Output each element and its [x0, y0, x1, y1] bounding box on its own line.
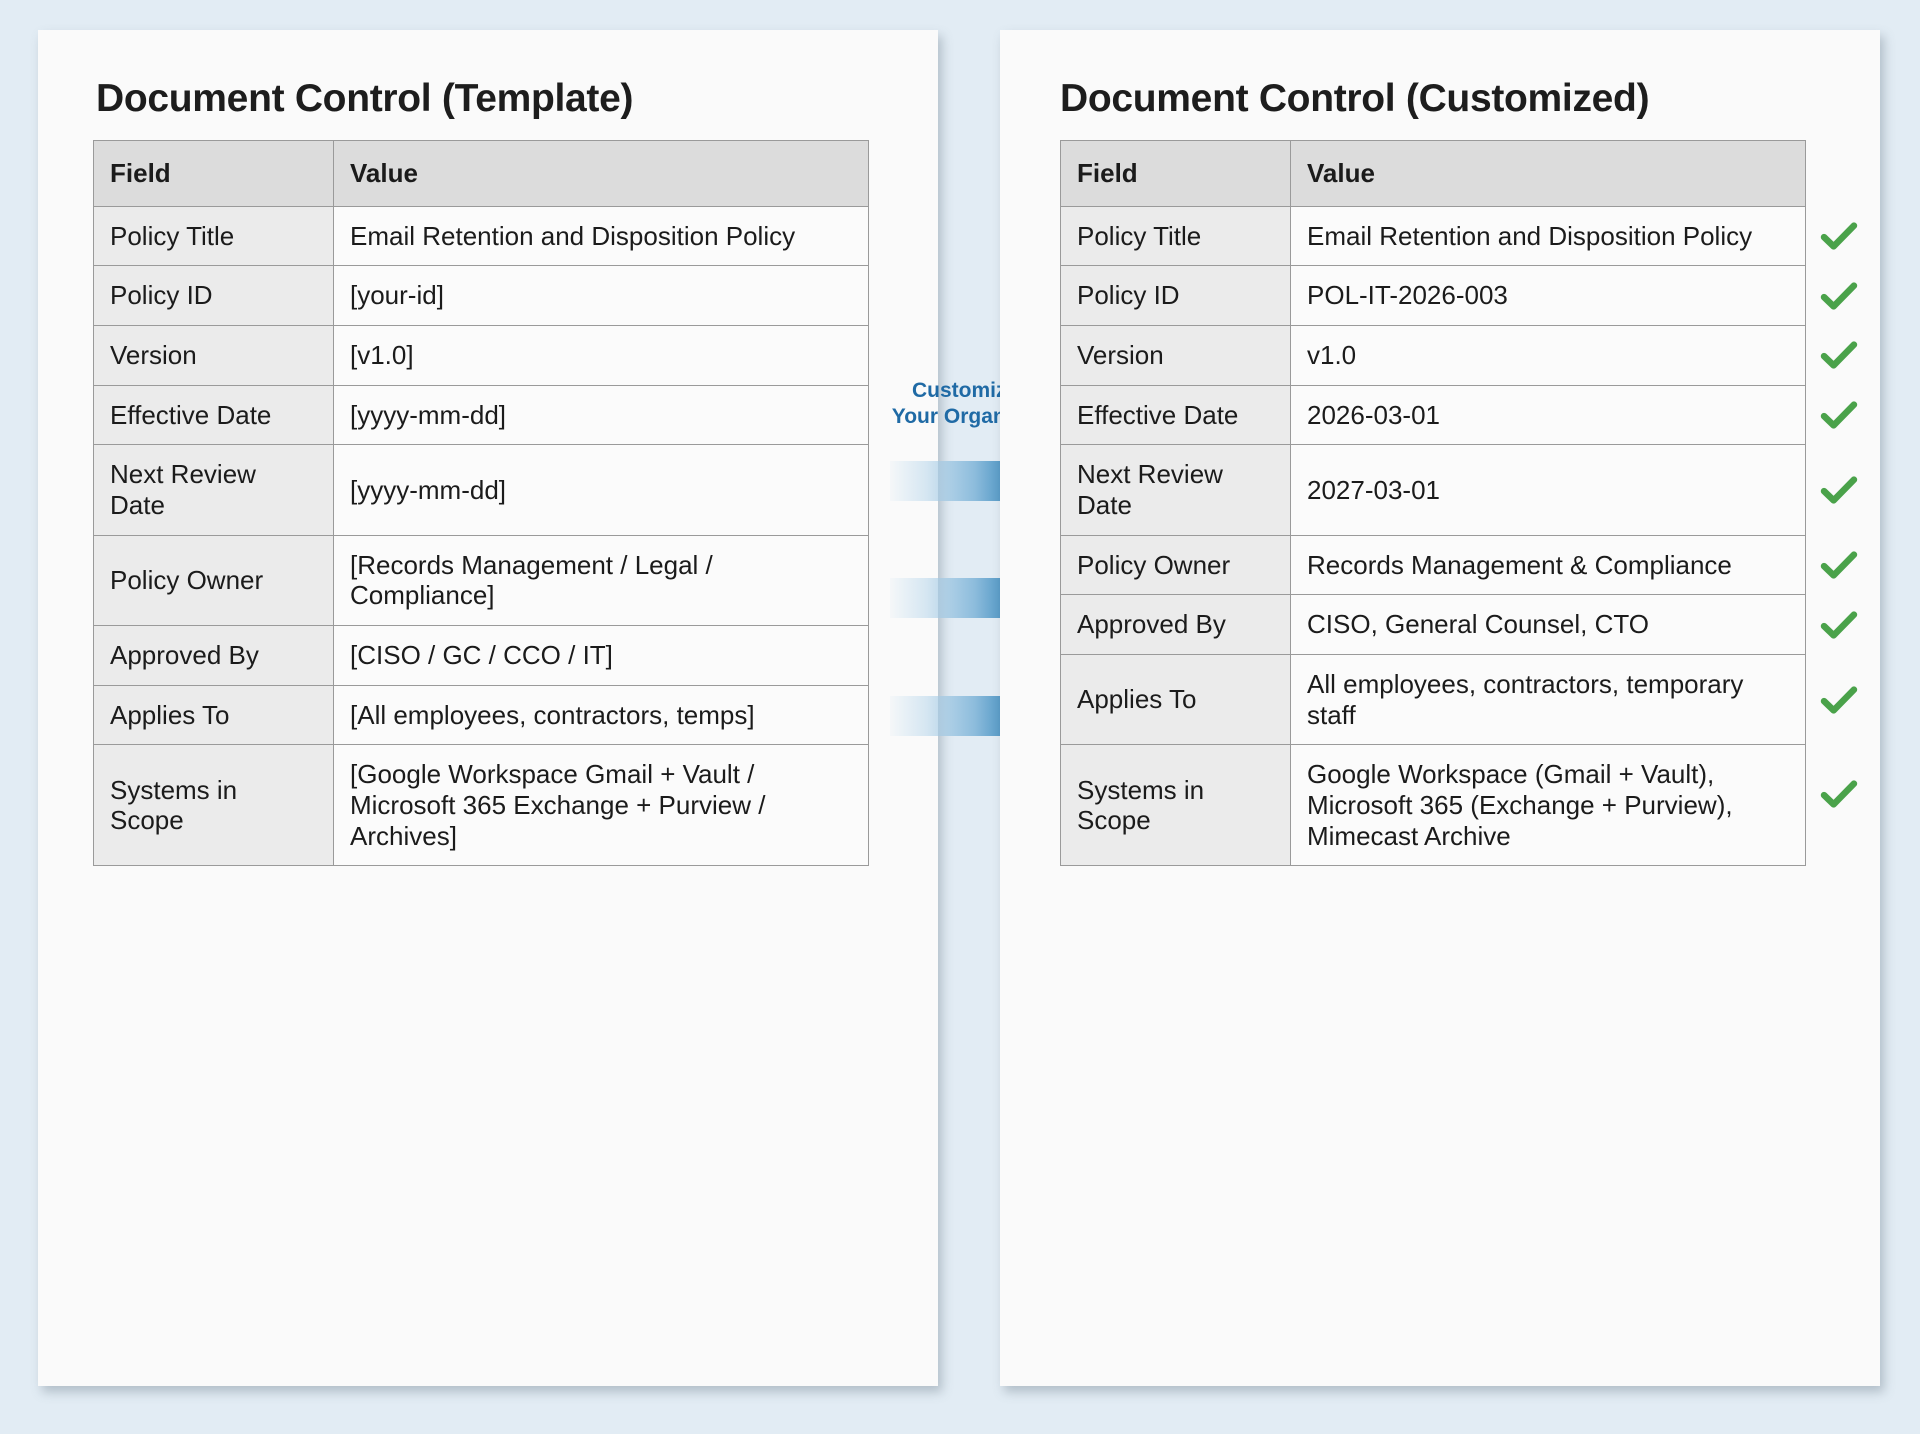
field-cell: Policy Owner — [93, 534, 334, 627]
field-cell: Version — [1060, 325, 1291, 386]
check-icon — [1816, 273, 1862, 319]
field-cell: Version — [93, 325, 334, 386]
arrow-shaft — [890, 578, 1020, 618]
field-cell: Approved By — [1060, 594, 1291, 656]
value-cell: Records Management & Compliance — [1290, 534, 1806, 596]
page-title-customized: Document Control (Customized) — [1060, 77, 1650, 120]
placeholder-value-cell: [All employees, contractors, temps] — [333, 684, 869, 746]
field-cell: Effective Date — [93, 384, 334, 446]
check-icon — [1816, 213, 1862, 259]
field-cell: Next Review Date — [93, 444, 334, 536]
value-cell: 2027-03-01 — [1290, 444, 1806, 536]
check-icon — [1816, 542, 1862, 588]
table-row: Approved By[CISO / GC / CCO / IT] — [93, 625, 869, 686]
value-cell: POL-IT-2026-003 — [1290, 265, 1806, 327]
check-icon — [1816, 677, 1862, 723]
field-cell: Policy ID — [93, 265, 334, 327]
column-header-value: Value — [333, 140, 869, 207]
field-cell: Policy Title — [1060, 205, 1291, 267]
column-header-field: Field — [1060, 140, 1291, 207]
table-row: Version[v1.0] — [93, 325, 869, 386]
check-icon — [1816, 602, 1862, 648]
placeholder-value-cell: [v1.0] — [333, 325, 869, 386]
column-header-value: Value — [1290, 140, 1806, 207]
table-header-row: Field Value — [93, 140, 869, 207]
field-cell: Policy Owner — [1060, 534, 1291, 596]
arrow-shaft — [890, 461, 1020, 501]
placeholder-value-cell: [your-id] — [333, 265, 869, 327]
field-cell: Effective Date — [1060, 384, 1291, 446]
field-cell: Next Review Date — [1060, 444, 1291, 536]
field-cell: Policy ID — [1060, 265, 1291, 327]
table-row: Systems in Scope[Google Workspace Gmail … — [93, 744, 869, 867]
table-row: Applies To[All employees, contractors, t… — [93, 684, 869, 746]
check-icon — [1816, 332, 1862, 378]
value-cell: Email Retention and Disposition Policy — [333, 205, 869, 267]
page-title-template: Document Control (Template) — [96, 77, 634, 120]
placeholder-value-cell: [Records Management / Legal / Compliance… — [333, 534, 869, 627]
table-row: Policy Owner[Records Management / Legal … — [93, 534, 869, 627]
customized-panel: Document Control (Customized) Field Valu… — [1000, 30, 1880, 1386]
table-header-row: Field Value — [1060, 140, 1806, 207]
table-row: Next Review Date[yyyy-mm-dd] — [93, 444, 869, 536]
check-icon — [1816, 467, 1862, 513]
value-cell: Email Retention and Disposition Policy — [1290, 205, 1806, 267]
value-cell: v1.0 — [1290, 325, 1806, 386]
placeholder-value-cell: [yyyy-mm-dd] — [333, 384, 869, 446]
field-cell: Systems in Scope — [1060, 744, 1291, 867]
placeholder-value-cell: [Google Workspace Gmail + Vault / Micros… — [333, 744, 869, 867]
check-icon — [1816, 771, 1862, 817]
table-row: Policy ID[your-id] — [93, 265, 869, 327]
field-cell: Applies To — [1060, 654, 1291, 746]
column-header-field: Field — [93, 140, 334, 207]
value-cell: All employees, contractors, temporary st… — [1290, 654, 1806, 746]
arrow-shaft — [890, 696, 1020, 736]
field-cell: Applies To — [93, 684, 334, 746]
template-panel: Document Control (Template) Field Value … — [38, 30, 938, 1386]
field-cell: Policy Title — [93, 205, 334, 267]
placeholder-value-cell: [CISO / GC / CCO / IT] — [333, 625, 869, 686]
table-row: Effective Date[yyyy-mm-dd] — [93, 384, 869, 446]
check-icon — [1816, 392, 1862, 438]
placeholder-value-cell: [yyyy-mm-dd] — [333, 444, 869, 536]
value-cell: Google Workspace (Gmail + Vault), Micros… — [1290, 744, 1806, 867]
value-cell: 2026-03-01 — [1290, 384, 1806, 446]
field-cell: Approved By — [93, 625, 334, 686]
value-cell: CISO, General Counsel, CTO — [1290, 594, 1806, 656]
field-cell: Systems in Scope — [93, 744, 334, 867]
